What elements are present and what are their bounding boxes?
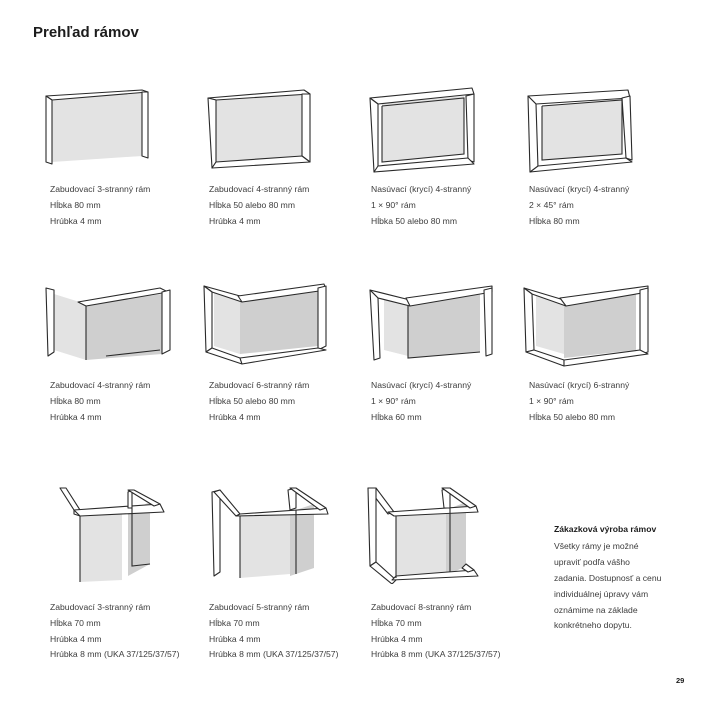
caption-line: Hrúbka 4 mm	[50, 215, 102, 226]
note-line: oznámime na základe	[554, 604, 638, 615]
caption-line: Hĺbka 50 alebo 80 mm	[371, 215, 457, 226]
caption-line: 1 × 90° rám	[371, 199, 416, 210]
caption-line: Hĺbka 80 mm	[50, 199, 101, 210]
caption-line: Nasúvací (krycí) 4-stranný	[529, 184, 630, 194]
caption-line: Hrúbka 4 mm	[371, 633, 423, 644]
caption-line: Nasúvací (krycí) 4-stranný	[371, 184, 472, 194]
frame-illustration-4-sided-corner	[42, 280, 182, 370]
caption-line: Hĺbka 50 alebo 80 mm	[209, 395, 295, 406]
frame-illustration-overlap-6-sided-corner	[520, 280, 654, 374]
caption-line: 2 × 45° rám	[529, 199, 574, 210]
note-line: konkrétneho dopytu.	[554, 620, 632, 631]
caption-line: Zabudovací 8-stranný rám	[371, 602, 472, 612]
caption-line: Zabudovací 3-stranný rám	[50, 184, 151, 194]
caption-line: Zabudovací 6-stranný rám	[209, 380, 310, 390]
frame-illustration-overlap-4-sided-90	[364, 84, 480, 176]
caption-line: Hrúbka 4 mm	[50, 633, 102, 644]
caption-line: Hĺbka 60 mm	[371, 411, 422, 422]
frame-illustration-overlap-4-sided-corner	[366, 280, 498, 372]
caption-line: Hrúbka 4 mm	[50, 411, 102, 422]
caption-line: 1 × 90° rám	[529, 395, 574, 406]
page-number: 29	[676, 676, 685, 685]
note-line: upraviť podľa vášho	[554, 556, 630, 567]
caption-line: Hĺbka 50 alebo 80 mm	[529, 411, 615, 422]
caption-line: Hrúbka 8 mm (UKA 37/125/37/57)	[50, 649, 180, 660]
caption-line: 1 × 90° rám	[371, 395, 416, 406]
caption-line: Zabudovací 4-stranný rám	[209, 184, 310, 194]
caption-line: Zabudovací 4-stranný rám	[50, 380, 151, 390]
caption-line: Hĺbka 70 mm	[50, 617, 101, 628]
frame-illustration-5-sided-open-box	[210, 484, 332, 584]
caption-line: Hrúbka 4 mm	[209, 633, 261, 644]
frame-illustration-3-sided	[40, 88, 155, 168]
frame-illustration-overlap-4-sided-45	[524, 88, 636, 176]
caption-line: Hĺbka 50 alebo 80 mm	[209, 199, 295, 210]
caption-line: Hrúbka 8 mm (UKA 37/125/37/57)	[371, 649, 501, 660]
caption-line: Nasúvací (krycí) 4-stranný	[371, 380, 472, 390]
note-line: individuálnej úpravy vám	[554, 588, 649, 599]
caption-line: Hĺbka 80 mm	[50, 395, 101, 406]
caption-line: Hrúbka 4 mm	[209, 215, 261, 226]
frame-illustration-4-sided	[204, 86, 314, 170]
caption-line: Nasúvací (krycí) 6-stranný	[529, 380, 630, 390]
caption-line: Zabudovací 3-stranný rám	[50, 602, 151, 612]
note-line: zadania. Dostupnosť a cenu	[554, 572, 662, 583]
note-heading: Zákazková výroba rámov	[554, 524, 657, 534]
caption-line: Hrúbka 4 mm	[209, 411, 261, 422]
caption-line: Hĺbka 70 mm	[371, 617, 422, 628]
caption-line: Hĺbka 70 mm	[209, 617, 260, 628]
caption-line: Hrúbka 8 mm (UKA 37/125/37/57)	[209, 649, 339, 660]
caption-line: Hĺbka 80 mm	[529, 215, 580, 226]
frame-illustration-8-sided-open-box	[366, 484, 488, 584]
custom-production-note: Zákazková výroba rámov Všetky rámy je mo…	[554, 522, 661, 634]
caption-line: Zabudovací 5-stranný rám	[209, 602, 310, 612]
frame-illustration-3-sided-open-box	[52, 484, 174, 584]
page-title: Prehľad rámov	[33, 24, 139, 41]
note-line: Všetky rámy je možné	[554, 540, 639, 551]
frame-illustration-6-sided-corner	[200, 280, 335, 370]
